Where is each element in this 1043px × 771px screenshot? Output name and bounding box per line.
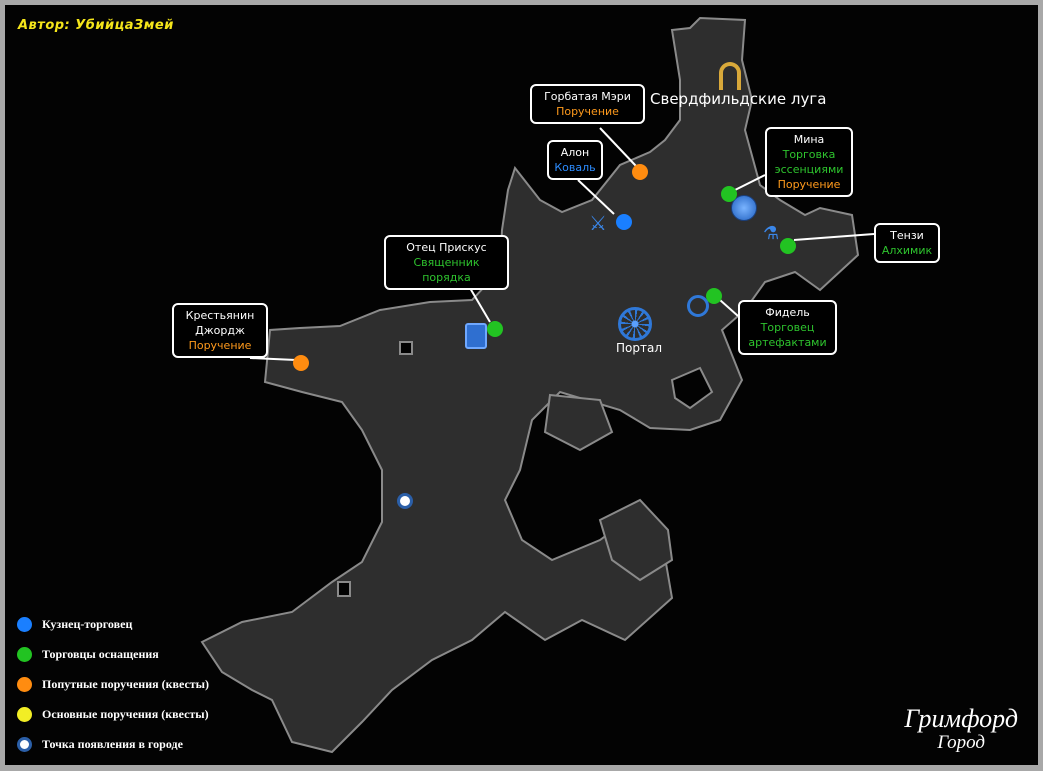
- npc-name: Крестьянин Джордж: [185, 309, 255, 337]
- spawn-dot-icon: [17, 737, 32, 752]
- spawn-point[interactable]: [397, 493, 413, 509]
- essence-shop-icon: [731, 195, 757, 221]
- npc-role: Поручение: [188, 339, 252, 352]
- legend-item-spawn: Точка появления в городе: [17, 737, 257, 752]
- exit-label: Свердфильдские луга: [650, 90, 827, 108]
- legend-item-blacksmith: Кузнец-торговец: [17, 617, 257, 632]
- npc-name: Горбатая Мэри: [544, 90, 631, 103]
- npc-dot-george[interactable]: [293, 355, 309, 371]
- npc-dot-priscus[interactable]: [487, 321, 503, 337]
- blue-dot-icon: [17, 617, 32, 632]
- npc-dot-mary[interactable]: [632, 164, 648, 180]
- npc-name: Мина: [793, 133, 825, 146]
- npc-role: Коваль: [554, 161, 596, 174]
- hole: [670, 366, 714, 410]
- portal-label: Портал: [616, 341, 662, 355]
- alchemy-flask-icon: ⚗: [763, 223, 780, 244]
- legend-item-side-quests: Попутные поручения (квесты): [17, 677, 257, 692]
- orange-dot-icon: [17, 677, 32, 692]
- npc-dot-mina[interactable]: [721, 186, 737, 202]
- npc-name: Отец Прискус: [406, 241, 487, 254]
- pillar: [337, 581, 351, 597]
- npc-name: Алон: [560, 146, 590, 159]
- npc-role: Алхимик: [881, 244, 933, 257]
- pillar: [399, 341, 413, 355]
- npc-role: Поручение: [556, 105, 619, 118]
- artifact-icon: [687, 295, 709, 317]
- npc-name: Фидель: [765, 306, 810, 319]
- city-floor: [200, 16, 860, 754]
- map-title: Гримфорд Город: [904, 705, 1018, 753]
- npc-dot-alon[interactable]: [616, 214, 632, 230]
- blacksmith-icon: ⚔: [589, 211, 607, 235]
- npc-role: Торговец артефактами: [748, 321, 827, 349]
- city-name: Гримфорд: [904, 704, 1018, 733]
- npc-role: Торговка эссенциями: [774, 148, 844, 176]
- city-map: [200, 16, 875, 754]
- portal-icon[interactable]: [618, 307, 652, 341]
- city-type: Город: [937, 732, 986, 753]
- room: [543, 393, 614, 452]
- npc-dot-fidel[interactable]: [706, 288, 722, 304]
- exit-gate-icon[interactable]: [719, 62, 741, 90]
- npc-role: Поручение: [777, 178, 841, 191]
- room: [598, 498, 674, 582]
- npc-name: Тензи: [890, 229, 924, 242]
- author-credit: Автор: УбийцаЗмей: [18, 18, 174, 33]
- scroll-icon: [465, 323, 487, 349]
- green-dot-icon: [17, 647, 32, 662]
- yellow-dot-icon: [17, 707, 32, 722]
- legend-item-outfitters: Торговцы оснащения: [17, 647, 257, 662]
- map-frame: Автор: УбийцаЗмей Свердфильдские луга По…: [5, 5, 1038, 765]
- npc-dot-tenzi[interactable]: [780, 238, 796, 254]
- legend-item-main-quests: Основные поручения (квесты): [17, 707, 257, 722]
- npc-role: Священник порядка: [413, 256, 480, 284]
